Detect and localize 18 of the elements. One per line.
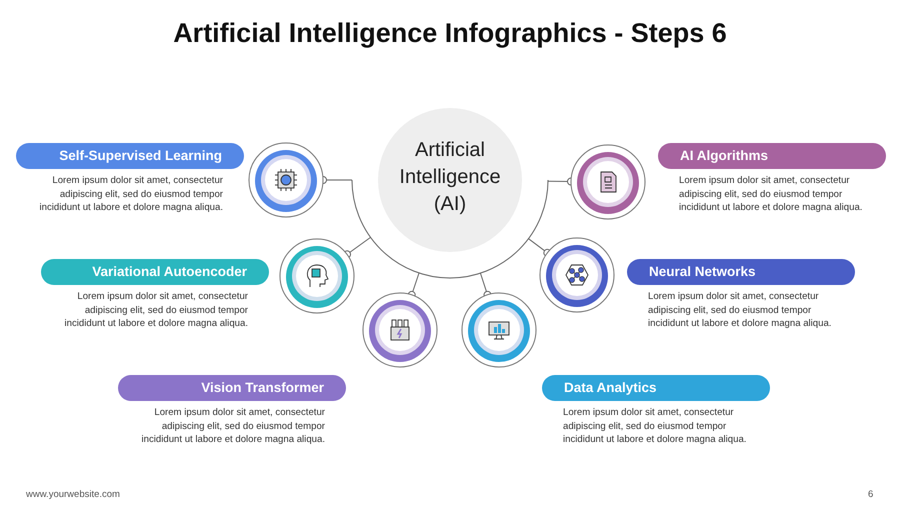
step-title: Neural Networks [627,259,855,285]
connector-line [528,238,552,257]
step-description: Lorem ipsum dolor sit amet, consectetur adipiscing elit, sed do eiusmod tempor incididunt ut labore et dolore magna aliqua. [140,406,325,447]
page-number: 6 [868,489,874,500]
step-description: Lorem ipsum dolor sit amet, consectetur adipiscing elit, sed do eiusmod tempor incididunt ut labore et dolore magna aliqua. [38,174,223,215]
title: Artificial Intelligence Infographics - Steps 6 [172,18,728,49]
hub-title: Artificial Intelligence (AI) [398,138,502,217]
step-description: Lorem ipsum dolor sit amet, consectetur adipiscing elit, sed do eiusmod tempor incididunt ut labore et dolore magna aliqua. [563,406,748,447]
step-title: Self-Supervised Learning [16,143,244,169]
step-title: Data Analytics [542,375,770,401]
step-title: Variational Autoencoder [41,259,269,285]
connector-line [343,236,372,258]
step-description: Lorem ipsum dolor sit amet, consectetur adipiscing elit, sed do eiusmod tempor incididunt ut labore et dolore magna aliqua. [64,290,248,331]
step-description: Lorem ipsum dolor sit amet, consectetur adipiscing elit, sed do eiusmod tempor incididunt ut labore et dolore magna aliqua. [648,290,832,331]
step-description: Lorem ipsum dolor sit amet, consectetur adipiscing elit, sed do eiusmod tempor incididunt ut labore et dolore magna aliqua. [679,174,864,215]
website-url: www.yourwebsite.com [26,489,120,500]
step-title: Vision Transformer [118,375,346,401]
step-title: AI Algorithms [658,143,886,169]
